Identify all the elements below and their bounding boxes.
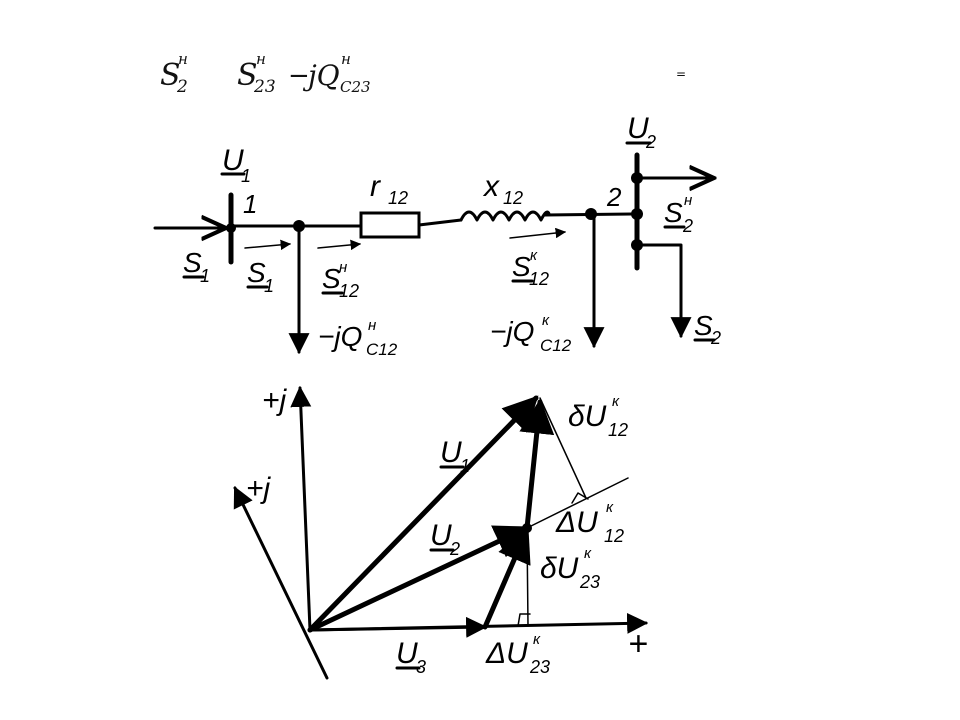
label-DU23k-sup: к <box>533 631 541 648</box>
label-s2n-sup: н <box>684 192 692 209</box>
label-qc12n-sup: н <box>368 317 376 334</box>
formula-rhs-base: S <box>237 58 258 93</box>
label-u1: U <box>222 144 244 177</box>
label-s12k: S <box>512 251 531 282</box>
label-u3-phasor-sub: 3 <box>416 657 426 677</box>
formula-row: S 2 н S 23 н − jQ C23 н = <box>160 50 686 97</box>
label-u1-sub: 1 <box>241 166 251 186</box>
label-du12k: δU <box>568 400 607 433</box>
right-angle-mark-1 <box>571 492 589 504</box>
label-plus-real: + <box>628 625 648 663</box>
label-r-sub: 12 <box>388 188 408 208</box>
label-qc12k-sub: C12 <box>540 336 572 355</box>
phasor-u2 <box>307 525 531 633</box>
label-s1-in: S <box>183 247 202 278</box>
u2-extension <box>526 477 629 529</box>
label-u1-phasor-sub: 1 <box>460 456 470 476</box>
label-plus-j-1: +j <box>262 384 288 417</box>
imag-axis-2 <box>233 486 329 680</box>
label-DU12k-sup: к <box>606 499 614 516</box>
label-du23k-sub: 23 <box>579 572 600 592</box>
label-plus-j-2: +j <box>246 472 272 505</box>
s2-output-arrow <box>635 243 692 339</box>
resistor-r12 <box>359 211 421 239</box>
phasor-u1 <box>307 395 539 633</box>
formula-lhs-base: S <box>160 58 181 93</box>
label-DU23k-sub: 23 <box>529 657 550 677</box>
label-du23k: δU <box>540 552 579 585</box>
formula-minus: − <box>288 61 310 91</box>
phasor-u23-drop <box>482 526 531 630</box>
du12-perp <box>539 397 587 499</box>
label-node-2: 2 <box>606 182 622 212</box>
imag-axis-1 <box>290 385 312 632</box>
inductor-x12 <box>459 210 551 222</box>
right-angle-mark-2 <box>517 613 531 627</box>
formula-rhs-sub: 23 <box>253 77 276 97</box>
du23-perp <box>526 529 529 627</box>
label-s2: S <box>694 310 713 341</box>
label-du12k-sup: к <box>612 393 620 410</box>
label-u1-phasor: U <box>440 436 462 469</box>
label-du12k-sub: 12 <box>608 420 628 440</box>
label-node-1: 1 <box>243 189 257 219</box>
s12k-flow-arrow <box>509 227 567 239</box>
label-s12n: S <box>322 263 341 294</box>
formula-rhs-sup: н <box>256 50 266 68</box>
formula-lhs-sup: н <box>178 50 188 68</box>
label-s1-line-sub: 1 <box>264 276 274 296</box>
circuit-diagram: U 1 1 r 12 x 12 2 U 2 S 1 S 1 S 12 н S 1… <box>153 112 721 359</box>
formula-jq: jQ <box>302 59 340 92</box>
s12n-flow-arrow <box>317 239 362 251</box>
label-x-sub: 12 <box>503 188 523 208</box>
label-s12n-sup: н <box>339 259 347 276</box>
label-s12k-sub: 12 <box>529 269 549 289</box>
label-qc12n: −jQ <box>318 321 362 352</box>
label-du23k-sup: к <box>584 545 592 562</box>
phasor-diagram: +j +j + U 1 U 2 U 3 δU 12 к ΔU 12 к δU 2… <box>233 384 649 680</box>
label-u3-phasor: U <box>396 637 418 670</box>
label-qc12k: −jQ <box>490 316 534 347</box>
label-r: r <box>370 170 381 203</box>
label-DU12k: ΔU <box>555 506 598 539</box>
label-s2-sub: 2 <box>710 328 721 348</box>
label-u2-phasor: U <box>430 519 452 552</box>
label-s2n-sub: 2 <box>682 216 693 236</box>
formula-equals-mark: = <box>676 67 686 81</box>
label-s2n: S <box>664 197 683 228</box>
label-u2: U <box>627 112 649 145</box>
label-qc12n-sub: C12 <box>366 340 398 359</box>
formula-q-sup: н <box>341 50 351 68</box>
label-qc12k-sup: к <box>542 312 550 329</box>
label-u2-phasor-sub: 2 <box>449 539 460 559</box>
phasor-u3 <box>308 616 488 638</box>
bus-2-dot-mid <box>631 208 643 220</box>
formula-lhs-sub: 2 <box>176 77 188 97</box>
label-DU23k: ΔU <box>485 637 528 670</box>
line-segment-2 <box>417 218 463 227</box>
formula-q-sub: C23 <box>340 78 371 96</box>
label-DU12k-sub: 12 <box>604 526 624 546</box>
label-s1-in-sub: 1 <box>200 266 210 286</box>
label-s12n-sub: 12 <box>339 281 359 301</box>
label-s12k-sup: к <box>530 247 538 264</box>
label-s1-line: S <box>247 257 266 288</box>
phasor-u12-drop <box>519 398 555 531</box>
s1-flow-arrow <box>244 239 292 251</box>
label-x: x <box>482 170 500 203</box>
